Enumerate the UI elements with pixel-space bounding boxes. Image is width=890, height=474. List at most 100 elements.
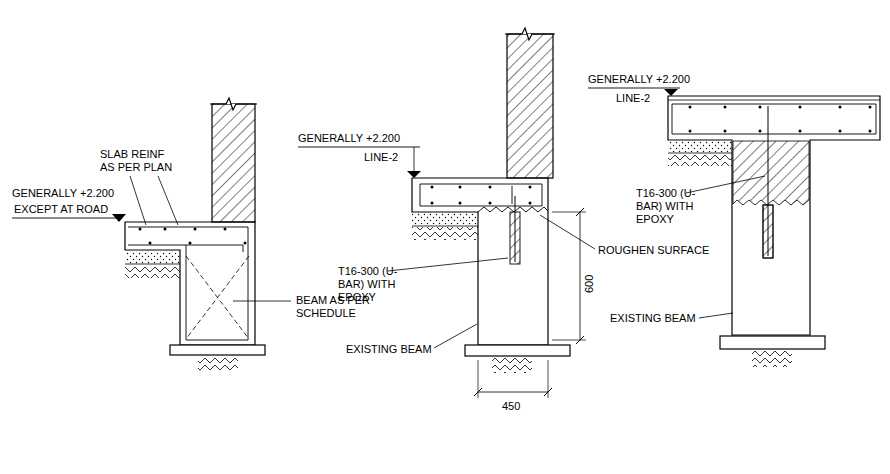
left-detail-part <box>125 264 180 265</box>
middle-detail-part-part <box>431 186 434 189</box>
left-detail-part <box>128 227 248 340</box>
right-detail-part <box>668 96 880 335</box>
middle-detail-part <box>512 186 513 204</box>
callout-text: T16-300 (U-BAR) WITH EPOXY <box>636 187 708 226</box>
left-detail-part <box>233 301 291 302</box>
callout-text: SLAB REINF AS PER PLAN <box>100 148 174 174</box>
left-detail-part <box>139 228 247 245</box>
right-detail-part <box>664 89 678 96</box>
right-detail-part <box>689 106 872 133</box>
middle-detail-part <box>576 208 584 216</box>
middle-detail-part <box>412 227 478 240</box>
right-detail-part <box>733 141 809 205</box>
right-detail-part-part <box>689 106 692 109</box>
left-detail-part <box>125 251 180 264</box>
left-detail-part <box>212 104 255 222</box>
middle-detail-part <box>580 212 581 340</box>
middle-detail-part-part <box>431 202 434 205</box>
right-detail-part <box>668 153 732 154</box>
middle-detail-part <box>431 186 532 205</box>
left-detail-part-part <box>224 228 227 231</box>
callout-text: EXISTING BEAM <box>346 343 432 356</box>
right-detail-part <box>752 351 792 367</box>
right-detail-part <box>672 104 876 134</box>
level-text: GENERALLY +2.200 <box>12 187 114 200</box>
dimension-text: 600 <box>583 275 596 293</box>
right-detail-part-part <box>724 130 727 133</box>
middle-detail-part <box>478 207 548 212</box>
right-detail-part <box>588 88 680 89</box>
middle-detail-part <box>515 196 516 262</box>
left-detail <box>12 98 291 372</box>
right-detail-part-part <box>799 106 802 109</box>
left-detail-part <box>170 345 265 355</box>
middle-detail-part <box>420 184 542 206</box>
middle-detail-part <box>474 388 482 396</box>
level-note: EXCEPT AT ROAD <box>14 203 108 216</box>
left-detail-part-part <box>194 228 197 231</box>
middle-detail-part <box>478 392 548 393</box>
right-detail-part <box>768 106 769 256</box>
right-detail-part-part <box>689 130 692 133</box>
left-detail-part <box>125 265 180 278</box>
right-detail-part-part <box>799 130 802 133</box>
middle-detail-part-part <box>489 186 492 189</box>
middle-detail <box>298 28 595 398</box>
middle-detail-part <box>407 171 421 178</box>
middle-detail-part <box>544 388 552 396</box>
left-detail-part-part <box>189 242 192 245</box>
middle-detail-part <box>465 345 570 356</box>
right-detail-part-part <box>839 106 842 109</box>
left-detail-part-part <box>139 228 142 231</box>
left-detail-part <box>12 218 122 219</box>
right-detail-part-part <box>869 130 872 133</box>
gridline-name: LINE-2 <box>364 151 398 164</box>
right-detail-part <box>720 336 825 349</box>
middle-detail-part <box>505 28 555 40</box>
left-detail-part-part <box>244 242 247 245</box>
middle-detail-part <box>388 258 508 271</box>
callout-text: ROUGHEN SURFACE <box>598 244 709 257</box>
right-detail-part-part <box>759 130 762 133</box>
right-detail <box>588 88 880 367</box>
middle-detail-part <box>412 213 478 226</box>
middle-detail-part <box>412 226 478 227</box>
middle-detail-part <box>298 147 420 148</box>
middle-detail-part <box>507 34 553 178</box>
left-detail-part <box>112 214 126 222</box>
right-detail-part-part <box>869 106 872 109</box>
left-detail-part <box>210 98 257 110</box>
right-detail-part-part <box>724 106 727 109</box>
left-detail-part <box>130 176 146 225</box>
middle-detail-part <box>434 324 477 348</box>
middle-detail-part-part <box>459 202 462 205</box>
right-detail-part-part <box>839 130 842 133</box>
dimension-text: 450 <box>502 400 520 413</box>
right-detail-part <box>686 176 765 193</box>
middle-detail-part-part <box>489 202 492 205</box>
middle-detail-part-part <box>529 202 532 205</box>
left-detail-part <box>198 357 238 372</box>
callout-text: T16-300 (U-BAR) WITH EPOXY <box>338 265 410 304</box>
right-detail-part <box>668 154 732 166</box>
middle-detail-part <box>492 358 532 373</box>
middle-detail-part <box>540 215 595 249</box>
left-detail-part-part <box>164 228 167 231</box>
left-detail-part-part <box>149 242 152 245</box>
right-detail-part <box>699 313 733 318</box>
middle-detail-part <box>414 147 415 171</box>
middle-detail-part <box>576 336 584 344</box>
left-detail-part <box>158 176 178 225</box>
right-detail-part <box>668 100 880 101</box>
left-detail-part <box>125 222 255 345</box>
right-detail-part-part <box>759 106 762 109</box>
level-text: GENERALLY +2.200 <box>588 73 690 86</box>
left-detail-part <box>186 256 249 339</box>
middle-detail-part-part <box>459 186 462 189</box>
level-text: GENERALLY +2.200 <box>298 132 400 145</box>
middle-detail-part <box>412 178 548 345</box>
right-detail-part <box>668 141 732 153</box>
gridline-name: LINE-2 <box>616 92 650 105</box>
